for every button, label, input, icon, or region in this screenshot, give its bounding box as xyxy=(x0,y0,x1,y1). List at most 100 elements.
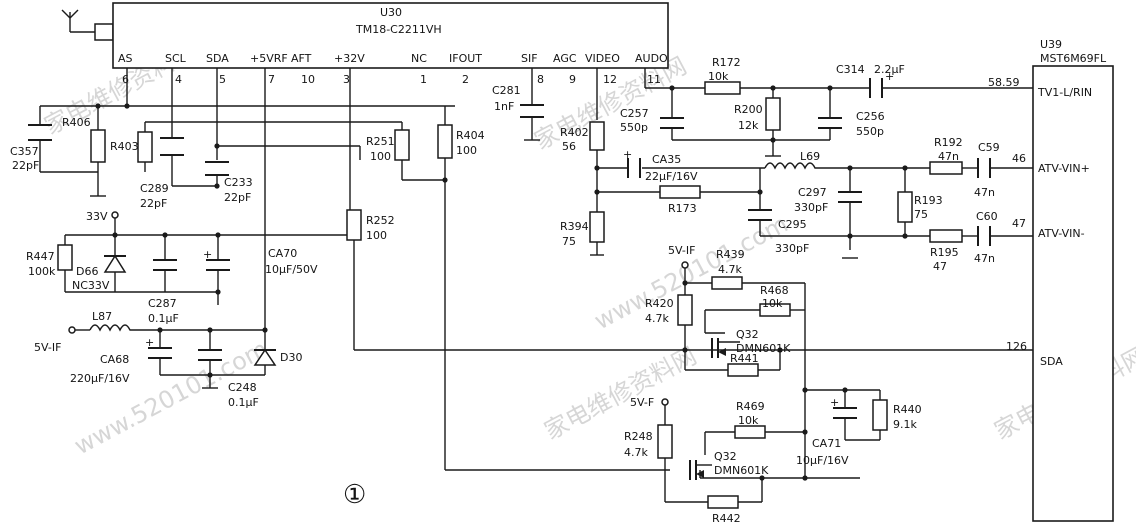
component-ref: C314 xyxy=(836,63,865,76)
component-value: 12k xyxy=(738,119,759,132)
component-value: 10k xyxy=(708,70,729,83)
u30-pin-number: 12 xyxy=(603,73,617,86)
resistor-r404: R404 100 xyxy=(437,124,485,159)
component-value: 4.7k xyxy=(624,446,648,459)
u30-pin-number: 3 xyxy=(343,73,350,86)
capacitor-c248: C248 0.1μF xyxy=(198,349,259,409)
resistor-r193: R193 75 xyxy=(897,191,943,223)
u30-pin-name: NC xyxy=(411,52,427,65)
component-ref: R440 xyxy=(893,403,922,416)
component-ref: C295 xyxy=(778,218,807,231)
u30-pin-number: 5 xyxy=(219,73,226,86)
mosfet-q32-lower: Q32 DMN601K xyxy=(689,450,769,480)
component-ref: R252 xyxy=(366,214,395,227)
u39-part-number: MST6M69FL xyxy=(1040,52,1107,65)
u30-pin-name: +5VRF xyxy=(250,52,288,65)
component-value: 1nF xyxy=(494,100,514,113)
component-ref: R173 xyxy=(668,202,697,215)
component-ref: R200 xyxy=(734,103,763,116)
capacitor-c233: C233 22pF xyxy=(205,161,253,204)
u30-pin-number: 10 xyxy=(301,73,315,86)
svg-text:+: + xyxy=(885,70,894,83)
component-ref: C256 xyxy=(856,110,885,123)
component-value: 330pF xyxy=(775,242,809,255)
component-value: 100 xyxy=(456,144,477,157)
resistor-r441: R441 xyxy=(727,352,759,377)
component-ref: C233 xyxy=(224,176,253,189)
component-value: 330pF xyxy=(794,201,828,214)
component-ref: R195 xyxy=(930,246,959,259)
component-ref: C257 xyxy=(620,107,649,120)
component-value: DMN601K xyxy=(714,464,769,477)
component-value: NC33V xyxy=(72,279,110,292)
rail-5v-if-left: 5V-IF xyxy=(34,326,76,354)
rail-33v: 33V xyxy=(86,210,119,223)
resistor-r173: R173 xyxy=(659,185,701,215)
component-ref: R251 xyxy=(366,135,395,148)
component-ref: CA71 xyxy=(812,437,841,450)
svg-text:+: + xyxy=(623,148,632,161)
component-ref: R447 xyxy=(26,250,55,263)
svg-text:+: + xyxy=(203,248,212,261)
component-ref: R192 xyxy=(934,136,963,149)
capacitor-c59: C59 47n xyxy=(974,141,1000,199)
capacitor-ca68: + CA68 220μF/16V xyxy=(70,336,172,385)
inductor-l69: L69 xyxy=(764,150,820,170)
component-value: 47n xyxy=(974,186,995,199)
u39-pin-number: 126 xyxy=(1006,340,1027,353)
resistor-r420: R420 4.7k xyxy=(645,294,693,326)
u30-pin-name: +32V xyxy=(334,52,365,65)
component-ref: R420 xyxy=(645,297,674,310)
component-value: 10μF/16V xyxy=(796,454,849,467)
u39-pin-number: 47 xyxy=(1012,217,1026,230)
zener-d30: D30 xyxy=(253,348,302,366)
resistor-r252: R252 100 xyxy=(346,209,395,242)
capacitor-c287: C287 0.1μF xyxy=(148,259,179,325)
component-ref: R468 xyxy=(760,284,789,297)
u39-pin-name: SDA xyxy=(1040,355,1063,368)
component-ref: Q32 xyxy=(714,450,737,463)
resistor-r251: R251 100 xyxy=(366,129,410,163)
capacitor-c281: C281 1nF xyxy=(492,84,544,141)
svg-text:+: + xyxy=(830,396,839,409)
resistor-r195: R195 47 xyxy=(929,229,963,273)
rail-5v-if-right: 5V-IF xyxy=(668,244,695,269)
u30-pin-number: 1 xyxy=(420,73,427,86)
component-ref: C357 xyxy=(10,145,39,158)
u39-pin-name: TV1-L/RIN xyxy=(1037,86,1092,99)
capacitor-c295: C295 330pF xyxy=(748,209,809,255)
component-value: 10k xyxy=(738,414,759,427)
component-ref: R442 xyxy=(712,512,741,525)
component-value: 100 xyxy=(366,229,387,242)
resistor-r447: R447 100k xyxy=(26,244,73,278)
resistor-r442: R442 xyxy=(707,495,741,525)
component-value: 47 xyxy=(933,260,947,273)
resistor-r394: R394 75 xyxy=(560,211,605,248)
component-value: 0.1μF xyxy=(148,312,179,325)
u30-part-number: TM18-C2211VH xyxy=(355,23,442,36)
component-ref: R402 xyxy=(560,126,589,139)
u30-pin-number: 4 xyxy=(175,73,182,86)
component-value: 10k xyxy=(762,297,783,310)
component-ref: C60 xyxy=(976,210,998,223)
zener-d66: D66 NC33V xyxy=(72,254,127,292)
component-value: 2.2μF xyxy=(874,63,905,76)
capacitor-c257: C257 550p xyxy=(620,107,684,134)
component-value: 22μF/16V xyxy=(645,170,698,183)
component-value: 47n xyxy=(938,150,959,163)
component-value: 100 xyxy=(370,150,391,163)
u30-pin-name: AUDO xyxy=(635,52,668,65)
u30-pin-number: 2 xyxy=(462,73,469,86)
mosfet-q32-upper: Q32 DMN601K xyxy=(711,328,791,358)
component-value: DMN601K xyxy=(736,342,791,355)
component-value: 9.1k xyxy=(893,418,917,431)
component-ref: R403 xyxy=(110,140,139,153)
u39-pin-number: 46 xyxy=(1012,152,1026,165)
capacitor-c256: C256 550p xyxy=(818,110,885,138)
watermark-text: 家电维修资料网 xyxy=(540,342,701,446)
u30-pin-number: 8 xyxy=(537,73,544,86)
u30-pin-name: VIDEO xyxy=(585,52,620,65)
rail-label: 5V-F xyxy=(630,396,654,409)
resistor-r248: R248 4.7k xyxy=(624,424,673,459)
component-ref: R248 xyxy=(624,430,653,443)
